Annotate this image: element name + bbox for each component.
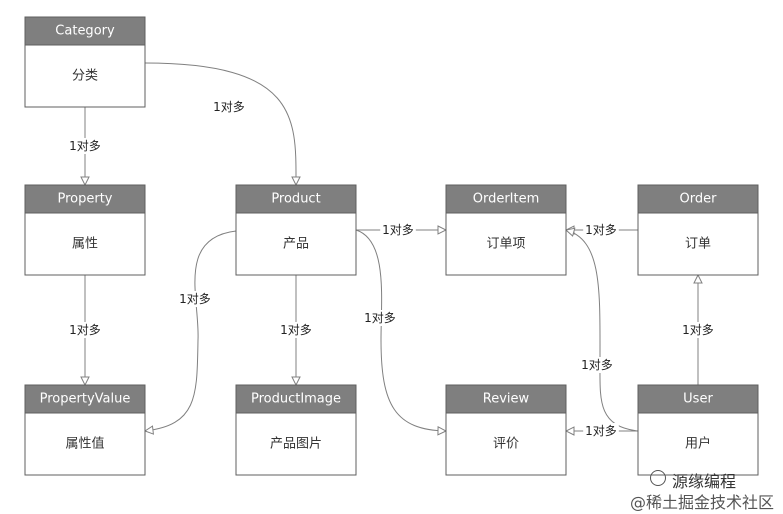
entity-product[interactable]: Product 产品	[235, 184, 357, 276]
entity-body	[235, 412, 357, 476]
edge-user-orderitem	[566, 230, 639, 432]
edge-label-category-property: 1对多	[69, 139, 101, 153]
entity-body	[637, 412, 759, 476]
entity-subtitle: 产品	[283, 237, 309, 252]
entity-subtitle: 产品图片	[270, 437, 322, 452]
edge-label-bg	[579, 357, 615, 373]
entity-title: Product	[271, 192, 320, 207]
entity-review[interactable]: Review 评价	[445, 384, 567, 476]
entity-category[interactable]: Category 分类	[24, 16, 146, 108]
entity-order[interactable]: Order 订单	[637, 184, 759, 276]
edge-label-bg	[211, 99, 247, 115]
entity-subtitle: 订单项	[486, 237, 525, 252]
entity-subtitle: 评价	[493, 437, 519, 452]
entity-header	[235, 384, 357, 414]
watermark-account-name: 源缘编程	[672, 472, 737, 491]
entity-title: Category	[55, 24, 115, 39]
entity-header	[445, 184, 567, 214]
edge-label-user-review: 1对多	[585, 424, 617, 438]
entity-orderitem[interactable]: OrderItem 订单项	[445, 184, 567, 276]
entity-header	[637, 384, 759, 414]
entity-body	[445, 412, 567, 476]
watermark-site-name: @稀土掘金技术社区	[630, 493, 775, 512]
entity-user[interactable]: User 用户	[637, 384, 759, 476]
entity-subtitle: 订单	[685, 237, 711, 252]
entity-title: Property	[57, 192, 112, 207]
edge-label-product-review: 1对多	[364, 311, 396, 325]
entity-title: Review	[483, 392, 530, 407]
edge-label-bg	[583, 423, 619, 439]
entity-productimage[interactable]: ProductImage 产品图片	[235, 384, 357, 476]
edge-label-property-propertyvalue: 1对多	[69, 323, 101, 337]
edge-label-bg	[380, 222, 416, 238]
edge-label-product-propertyvalue: 1对多	[179, 292, 211, 306]
entity-header	[24, 16, 146, 46]
entity-body	[24, 412, 146, 476]
entity-subtitle: 用户	[685, 436, 711, 452]
entity-body	[24, 44, 146, 108]
edge-label-bg	[583, 222, 619, 238]
entity-title: Order	[680, 192, 718, 207]
entity-body	[235, 212, 357, 276]
edge-product-propertyvalue	[145, 230, 237, 431]
edge-product-review	[355, 229, 446, 431]
edge-label-order-orderitem: 1对多	[585, 223, 617, 237]
edge-label-user-orderitem: 1对多	[581, 358, 613, 372]
entity-header	[24, 384, 146, 414]
edge-label-product-orderitem: 1对多	[382, 223, 414, 237]
entity-title: OrderItem	[473, 192, 540, 207]
entity-header	[235, 184, 357, 214]
edge-label-category-product: 1对多	[213, 100, 245, 114]
edge-label-user-order: 1对多	[682, 323, 714, 337]
edge-label-bg	[362, 310, 398, 326]
watermark-wechat-icon	[650, 470, 666, 486]
entity-property[interactable]: Property 属性	[24, 184, 146, 276]
entity-header	[637, 184, 759, 214]
entity-body	[445, 212, 567, 276]
entity-body	[637, 212, 759, 276]
entity-subtitle: 分类	[72, 69, 98, 84]
edge-label-product-productimage: 1对多	[280, 323, 312, 337]
entity-subtitle: 属性	[72, 237, 98, 252]
edge-category-product	[144, 62, 296, 185]
entity-title: PropertyValue	[40, 392, 131, 407]
edge-label-bg	[278, 322, 314, 338]
edge-label-bg	[177, 291, 213, 307]
entity-subtitle: 属性值	[65, 436, 104, 452]
entity-header	[445, 384, 567, 414]
edge-label-bg	[67, 138, 103, 154]
entity-propertyvalue[interactable]: PropertyValue 属性值	[24, 384, 146, 476]
edge-label-bg	[67, 322, 103, 338]
edge-label-bg	[680, 322, 716, 338]
entity-title: ProductImage	[251, 392, 341, 407]
entity-title: User	[683, 392, 713, 407]
entity-header	[24, 184, 146, 214]
